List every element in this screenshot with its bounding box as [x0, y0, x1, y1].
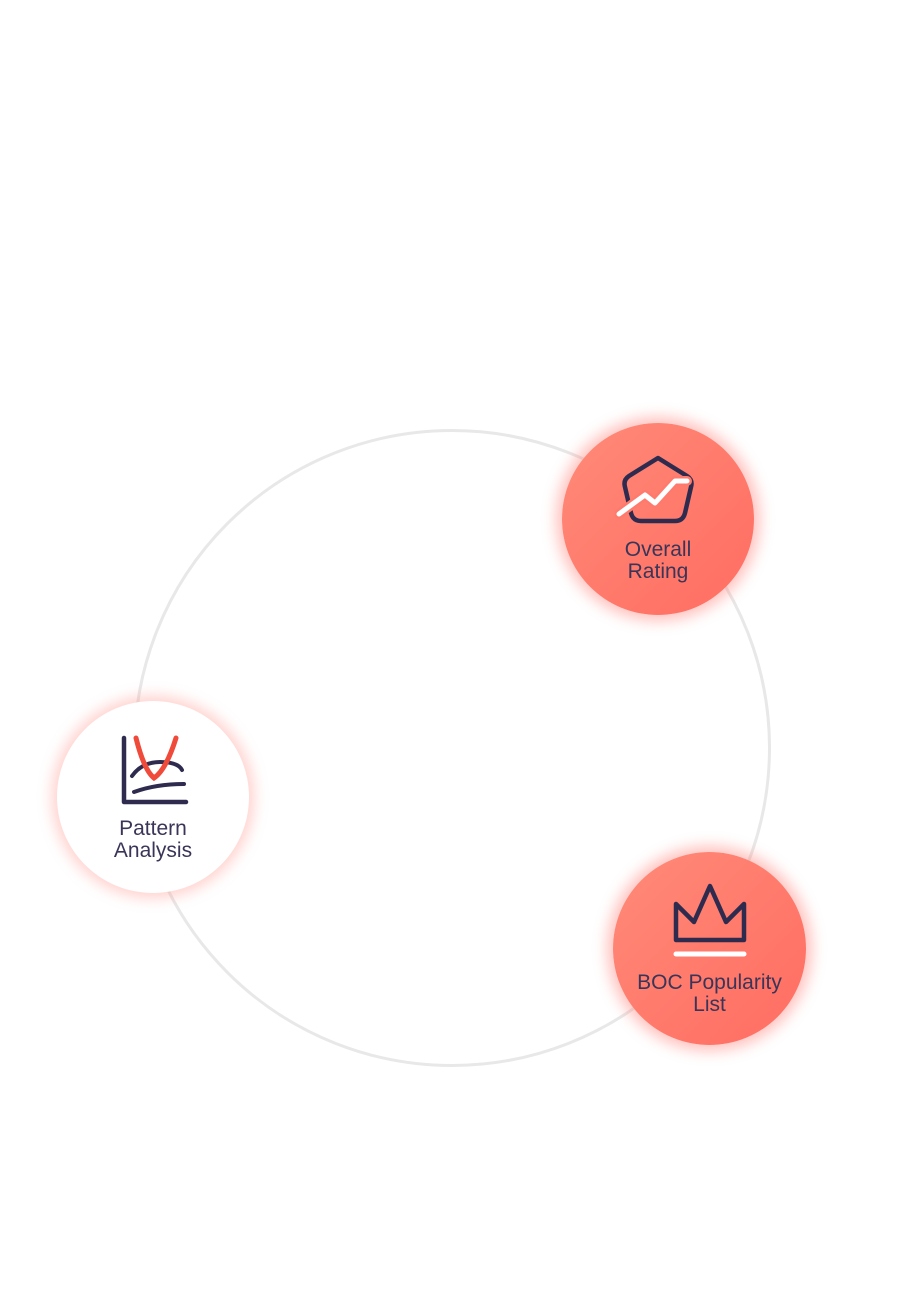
pentagon-trend-icon	[615, 455, 694, 524]
chart-curves-icon	[121, 735, 189, 805]
boc-popularity-label-line2: List	[693, 993, 726, 1016]
overall-rating-label-line2: Rating	[627, 560, 689, 583]
overall-rating-label-line1: Overall	[624, 538, 692, 561]
pattern-analysis-label: Pattern Analysis	[114, 818, 192, 862]
boc-popularity-label: BOC Popularity List	[637, 972, 782, 1016]
boc-popularity-node[interactable]: BOC Popularity List	[613, 852, 806, 1045]
crown-icon	[673, 883, 746, 957]
pattern-analysis-node[interactable]: Pattern Analysis	[57, 701, 249, 893]
overall-rating-node[interactable]: Overall Rating	[562, 423, 754, 615]
overall-rating-label: Overall Rating	[625, 539, 692, 583]
pattern-analysis-label-line2: Analysis	[113, 839, 193, 862]
pattern-analysis-label-line1: Pattern	[119, 817, 187, 840]
boc-popularity-label-line1: BOC Popularity	[637, 971, 782, 994]
